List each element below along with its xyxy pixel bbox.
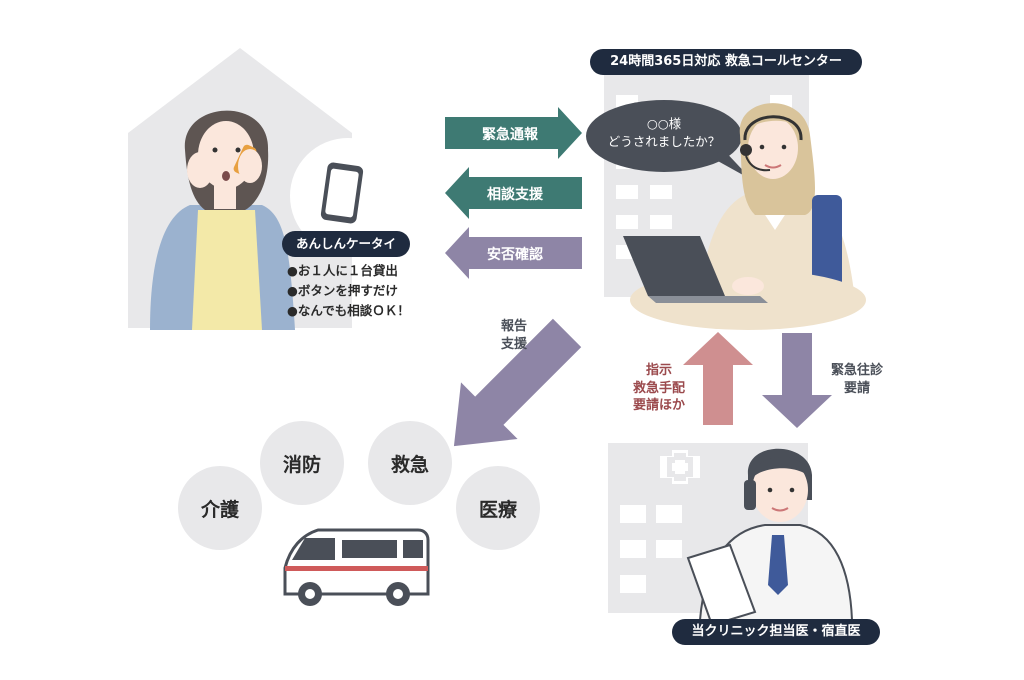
smartphone-icon [320, 162, 364, 224]
circle-care [178, 466, 262, 550]
bubble-text-name: ○○様 [646, 116, 682, 131]
service-ambulance-label: 救急 [390, 454, 429, 476]
report-support-label: 報告 支援 [488, 318, 540, 353]
clinic-title: 当クリニック担当医・宿直医 [672, 619, 880, 645]
instruction-arrow [683, 332, 753, 425]
call-center-title: 24時間365日対応 救急コールセンター [590, 49, 862, 75]
safety-check-arrow [445, 227, 582, 279]
service-medical-label: 医療 [478, 499, 517, 521]
circle-fire [260, 421, 344, 505]
service-care-label: 介護 [200, 499, 239, 521]
instruction-line-3: 要請ほか [632, 398, 685, 414]
emergency-visit-arrow [762, 333, 832, 428]
instruction-line-2: 救急手配 [632, 380, 685, 396]
device-feature-3: ●なんでも相談ＯＫ！ [287, 303, 410, 318]
bubble-text-question: どうされましたか？ [607, 134, 721, 149]
emergency-call-arrow [445, 107, 582, 159]
service-fire-label: 消防 [282, 454, 321, 476]
device-feature-1: ●お１人に１台貸出 [287, 263, 398, 278]
consult-support-arrow [445, 167, 582, 219]
report-support-arrow [453, 318, 582, 447]
emergency-visit-line-2: 要請 [843, 380, 870, 396]
device-feature-2: ●ボタンを押すだけ [287, 283, 398, 298]
doctor-illustration [686, 448, 854, 627]
safety-check-label: 安否確認 [487, 247, 543, 263]
support-label: 支援 [500, 336, 527, 352]
instruction-line-1: 指示 [645, 363, 672, 378]
device-name-badge: あんしんケータイ [282, 231, 410, 257]
circle-medical [456, 466, 540, 550]
woman-caller-illustration [150, 110, 295, 330]
emergency-call-label: 緊急通報 [482, 127, 538, 143]
desk-laptop [623, 236, 866, 330]
consult-support-label: 相談支援 [487, 187, 543, 203]
device-feature-list: ●お１人に１台貸出 ●ボタンを押すだけ ●なんでも相談ＯＫ！ [287, 261, 410, 321]
emergency-visit-line-1: 緊急往診 [830, 363, 883, 378]
report-label: 報告 [500, 319, 527, 334]
instruction-label: 指示 救急手配 要請ほか [622, 362, 696, 415]
emergency-visit-label: 緊急往診 要請 [820, 362, 894, 397]
circle-ambulance [368, 421, 452, 505]
ambulance-illustration [283, 528, 430, 606]
